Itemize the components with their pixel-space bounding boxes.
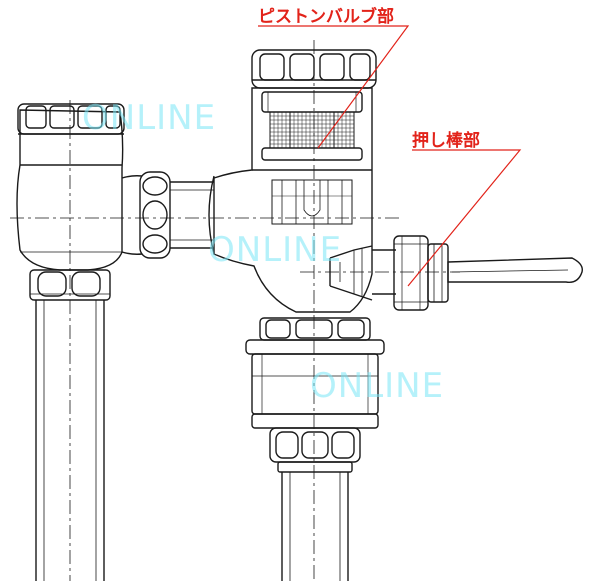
left-pipe: [35, 300, 105, 581]
lower-pipe: [281, 472, 349, 581]
callout-leaders: [258, 25, 522, 287]
watermark: ONLINE: [208, 230, 343, 270]
horizontal-connector: [121, 171, 215, 259]
left-body: [16, 109, 124, 271]
piston-valve-assembly: [261, 91, 363, 225]
lever-handle: [447, 257, 583, 283]
left-cap: [17, 103, 125, 135]
watermark: ONLINE: [82, 98, 217, 138]
piston-leader-line: [258, 25, 410, 149]
piston-valve-label: ピストンバルブ部: [258, 7, 394, 27]
drawing-lines: [10, 40, 583, 581]
piston-mesh: [270, 112, 354, 148]
main-lower-nut: [259, 317, 371, 341]
push-rod-leader-line: [407, 149, 522, 287]
watermark: ONLINE: [310, 366, 445, 406]
push-rod-label: 押し棒部: [412, 131, 480, 151]
push-rod-assembly: [329, 235, 449, 311]
lower-coupling-nut: [269, 427, 361, 473]
main-body: [213, 87, 373, 313]
